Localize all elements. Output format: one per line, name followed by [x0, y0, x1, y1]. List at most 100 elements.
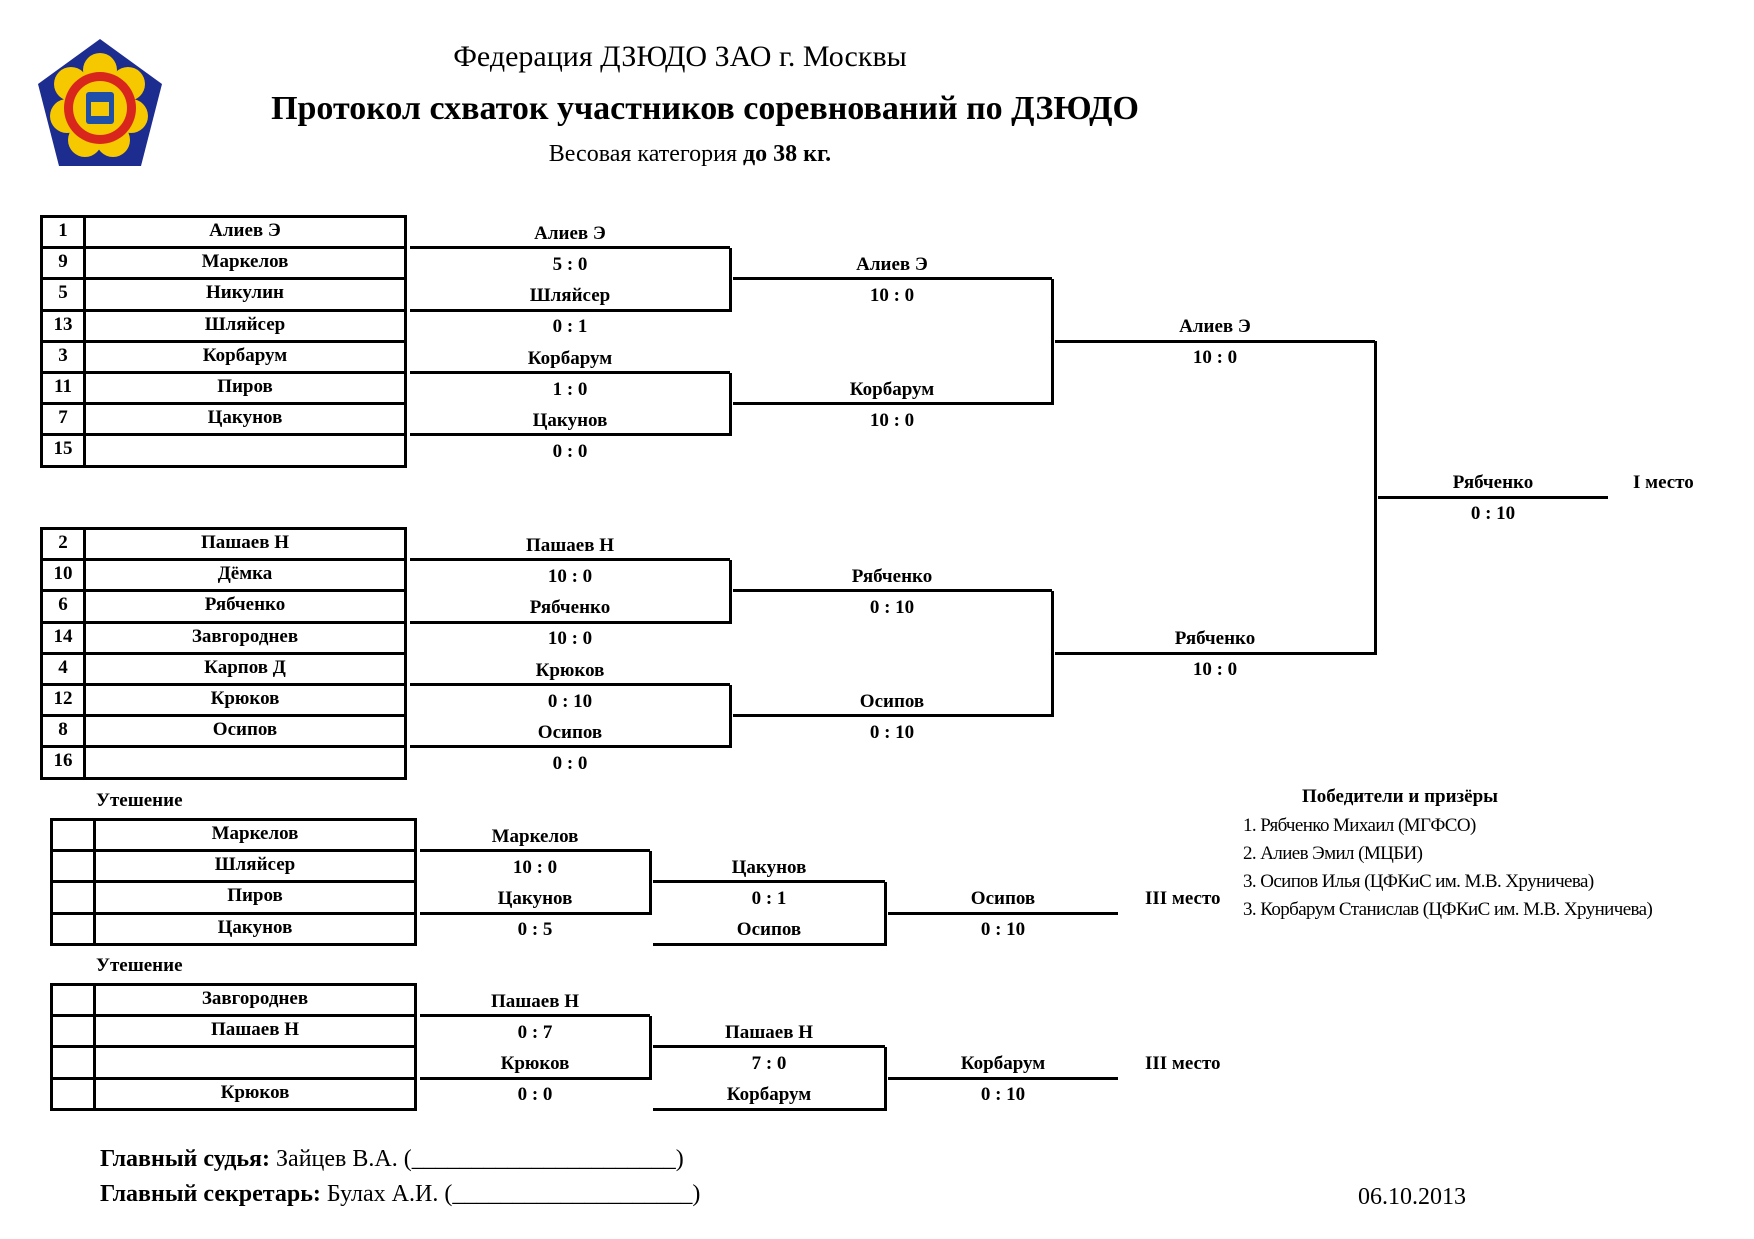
cons-r3-line: [888, 1076, 1118, 1080]
cons-r2-opponent: Осипов: [736, 919, 802, 941]
cons-r1-score: 0 : 5: [517, 919, 553, 941]
r1-winner: Цакунов: [532, 409, 608, 431]
seed-name: Крюков: [93, 1076, 417, 1111]
seed-number: [50, 1014, 96, 1049]
seed-number: 13: [40, 308, 86, 343]
winners-title: Победители и призёры: [1301, 786, 1499, 807]
r1-score: 0 : 0: [552, 440, 588, 462]
r3-score: 10 : 0: [1192, 347, 1238, 369]
cons-r1-score: 0 : 0: [517, 1084, 553, 1106]
seed-number: [50, 849, 96, 884]
cons-r1-line: [420, 911, 650, 915]
r1-line: [410, 433, 730, 437]
seed-number: 7: [40, 402, 86, 437]
bracket-line: [728, 559, 732, 624]
r1-line: [410, 745, 730, 749]
seed-name: Крюков: [83, 683, 407, 718]
cons-r3-winner: Осипов: [970, 888, 1036, 910]
cons-r2-line: [653, 942, 885, 946]
r1-score: 0 : 1: [552, 316, 588, 338]
final-winner: Рябченко: [1452, 472, 1534, 494]
cons-r1-score: 0 : 7: [517, 1021, 553, 1043]
r1-score: 5 : 0: [552, 253, 588, 275]
seed-name: [83, 433, 407, 468]
seed-number: 3: [40, 339, 86, 374]
r1-winner: Рябченко: [529, 597, 611, 619]
third-place-label: III место: [1145, 888, 1221, 910]
final-score: 0 : 10: [1470, 503, 1516, 525]
seed-number: 2: [40, 527, 86, 562]
seed-number: 1: [40, 215, 86, 250]
federation-emblem-icon: [38, 39, 162, 166]
winner-3b: 3. Корбарум Станислав (ЦФКиС им. М.В. Хр…: [1243, 899, 1653, 920]
r2-score: 0 : 10: [869, 721, 915, 743]
seed-number: 8: [40, 714, 86, 749]
r2-line: [733, 589, 1052, 593]
cons-r3-score: 0 : 10: [980, 1084, 1026, 1106]
protocol-date: 06.10.2013: [1358, 1184, 1466, 1210]
cons-r1-winner: Крюков: [500, 1053, 570, 1075]
r1-winner: Пашаев Н: [525, 534, 615, 556]
seed-name: Шляйсер: [83, 308, 407, 343]
cons-r2-score: 0 : 1: [751, 887, 787, 909]
seed-number: 12: [40, 683, 86, 718]
seed-number: 9: [40, 246, 86, 281]
bracket-line: [728, 247, 732, 312]
r2-winner: Алиев Э: [856, 253, 928, 275]
chief-judge: Главный судья: Зайцев В.А. (____________…: [100, 1146, 684, 1172]
seed-name: Рябченко: [83, 589, 407, 624]
r2-score: 0 : 10: [869, 596, 915, 618]
chief-secretary: Главный секретарь: Булах А.И. (_________…: [100, 1181, 701, 1207]
seed-number: [50, 983, 96, 1018]
bracket-line: [883, 881, 887, 946]
r2-winner: Корбарум: [849, 378, 935, 400]
r3-winner: Рябченко: [1174, 628, 1256, 650]
weight-category: Весовая категория до 38 кг.: [548, 141, 832, 167]
winner-1: 1. Рябченко Михаил (МГФСО): [1243, 815, 1476, 836]
r1-line: [410, 620, 730, 624]
seed-name: Карпов Д: [83, 651, 407, 686]
bracket-line: [648, 850, 652, 915]
seed-number: [50, 818, 96, 853]
seed-number: 14: [40, 620, 86, 655]
seed-name: Пашаев Н: [93, 1014, 417, 1049]
cons-r2-line: [653, 1045, 885, 1049]
cons-r1-winner: Цакунов: [497, 888, 573, 910]
cons-r2-winner: Пашаев Н: [724, 1021, 814, 1043]
seed-name: Алиев Э: [83, 215, 407, 250]
r1-winner: Алиев Э: [534, 222, 606, 244]
cons-r2-line: [653, 880, 885, 884]
seed-number: [50, 1076, 96, 1111]
final-connector: [1373, 341, 1377, 655]
seed-number: [50, 1045, 96, 1080]
seed-number: 4: [40, 651, 86, 686]
winner-3a: 3. Осипов Илья (ЦФКиС им. М.В. Хруничева…: [1243, 871, 1594, 892]
seed-name: Завгороднев: [93, 983, 417, 1018]
r1-line: [410, 371, 730, 374]
winner-2: 2. Алиев Эмил (МЦБИ): [1243, 843, 1423, 864]
r3-line: [1055, 339, 1375, 343]
cons-r1-winner: Пашаев Н: [490, 990, 580, 1012]
seed-name: Шляйсер: [93, 849, 417, 884]
bracket-line: [648, 1015, 652, 1080]
r1-line: [410, 308, 730, 312]
cons-r3-winner: Корбарум: [960, 1053, 1046, 1075]
r1-winner: Корбарум: [527, 347, 613, 369]
r1-score: 10 : 0: [547, 565, 593, 587]
r2-winner: Рябченко: [851, 565, 933, 587]
seed-name: Маркелов: [93, 818, 417, 853]
cons-r1-line: [420, 1014, 650, 1018]
seed-name: Корбарум: [83, 339, 407, 374]
bracket-line: [1050, 590, 1054, 718]
cons-r1-line: [420, 1076, 650, 1080]
seed-name: [93, 1045, 417, 1080]
r2-winner: Осипов: [859, 690, 925, 712]
r1-score: 10 : 0: [547, 628, 593, 650]
r2-line: [733, 277, 1052, 281]
r1-line: [410, 246, 730, 250]
cons-r1-score: 10 : 0: [512, 856, 558, 878]
bracket-line: [728, 372, 732, 437]
page-title: Протокол схваток участников соревнований…: [271, 90, 1139, 127]
cons-r2-score: 7 : 0: [751, 1052, 787, 1074]
